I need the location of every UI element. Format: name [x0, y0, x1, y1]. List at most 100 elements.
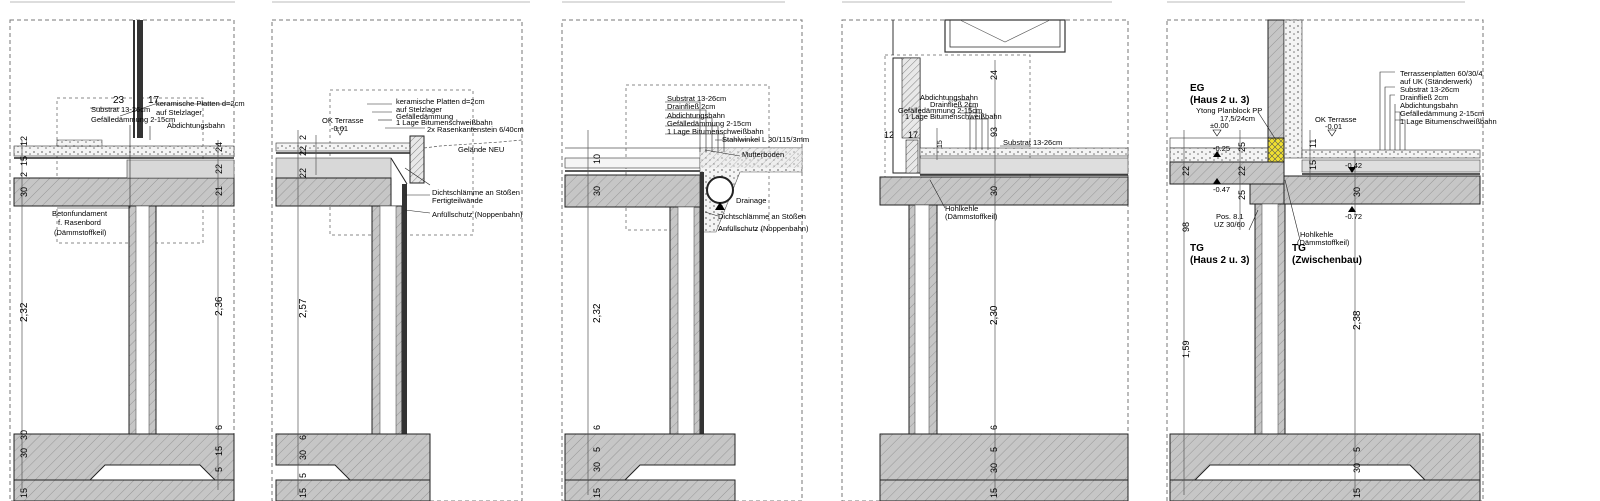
panel-frame: [271, 19, 523, 501]
label: Gefälledämmung 2-15cm: [91, 115, 175, 124]
roof-slab: [879, 176, 1129, 206]
dim-label: 6: [989, 425, 999, 430]
dim-label: 5: [592, 447, 602, 452]
label: Fertigteilwände: [432, 196, 483, 205]
label: Abdichtungsbahn: [667, 111, 725, 120]
dim-label: 6: [298, 435, 308, 440]
label: Pos. 8.1: [1216, 212, 1244, 221]
dim-label: 15: [19, 488, 29, 498]
panel-frame: [9, 19, 235, 501]
curb-stone: [409, 135, 425, 184]
dim-label: 98: [1181, 222, 1191, 232]
dim-label: 15: [1308, 160, 1318, 170]
label: Abdichtungsbahn: [1400, 101, 1458, 110]
detail-panel-1: keramische Platten d=2cm auf Stelzlager …: [9, 19, 245, 501]
label: Substrat 13-26cm: [1400, 85, 1459, 94]
dim-label: 2,38: [1352, 310, 1363, 330]
foundation: [1169, 433, 1481, 481]
level-mark: ±0.00: [1210, 121, 1229, 130]
beam: [1249, 183, 1285, 205]
label: Dichtschlämme an Stößen: [432, 188, 520, 197]
dim-label: 23: [113, 95, 125, 106]
dim-label: 93: [989, 127, 999, 137]
label: UZ 30/60: [1214, 220, 1245, 229]
level-title: (Zwischenbau): [1292, 255, 1362, 266]
label: Gefälledämmung 2-15cm: [667, 119, 751, 128]
level-title: TG: [1190, 243, 1204, 254]
label: -0.01: [331, 124, 348, 133]
label: Drainfließ 2cm: [1400, 93, 1448, 102]
dim-label: 30: [19, 430, 29, 440]
label: Substrat 13-26cm: [1003, 138, 1062, 147]
roof-slab: [564, 174, 701, 208]
label: auf UK (Ständerwerk): [1400, 77, 1473, 86]
dim-label: 21: [214, 186, 224, 196]
foundation: [13, 433, 235, 481]
dim-label: 2,32: [19, 302, 30, 322]
dim-label: 6: [214, 425, 224, 430]
panel-frame: [1166, 19, 1484, 501]
label: Dichtschlämme an Stößen: [718, 212, 806, 221]
dim-label: 15: [298, 488, 308, 498]
roof-slab: [1169, 161, 1285, 185]
dim-label: 30: [592, 462, 602, 472]
dim-label: 22: [298, 146, 308, 156]
label: Substrat 13-26cm: [91, 105, 150, 114]
label: keramische Platten d=2cm: [156, 99, 245, 108]
dim-label: 15: [937, 140, 944, 148]
level-title: EG: [1190, 83, 1205, 94]
level-title: (Haus 2 u. 3): [1190, 255, 1249, 266]
label: 1 Lage Bitumenschweißbahn: [667, 127, 764, 136]
label: Anfüllschutz (Noppenbahn): [432, 210, 523, 219]
label: Gefälledämmung: [396, 112, 453, 121]
dim-label: 30: [19, 448, 29, 458]
label: OK Terrasse: [1315, 115, 1357, 124]
dim-label: 17: [908, 130, 918, 140]
label: f. Rasenbord: [58, 218, 101, 227]
label: Hohlkehle: [945, 204, 978, 213]
dim-label: 22: [1181, 166, 1191, 176]
level-mark: -0.01: [1325, 122, 1342, 131]
dim-label: 15: [214, 446, 224, 456]
label: 1 Lage Bitumenschweißbahn: [905, 112, 1002, 121]
foundation: [879, 433, 1129, 481]
label: auf Stelzlager: [156, 108, 202, 117]
detail-panel-4: Abdichtungsbahn Drainfließ 2cm Gefälledä…: [841, 19, 1129, 501]
terrace-build-up: [13, 145, 235, 157]
panel-frame: [561, 19, 803, 501]
label: 17,5/24cm: [1220, 114, 1255, 123]
label: 2x Rasenkantenstein 6/40cm: [427, 125, 524, 134]
detail-panel-5: EG (Haus 2 u. 3) Ytong Planblock PP 17,5…: [1166, 19, 1497, 501]
dim-label: 24: [989, 70, 999, 80]
upper-wall: [1267, 19, 1285, 139]
label: (Dämmstoffkeil): [945, 212, 998, 221]
dim-label: 2: [19, 172, 29, 177]
dim-label: 11: [1308, 139, 1318, 148]
level-mark: -0.72: [1345, 212, 1362, 221]
dim-label: 2,36: [214, 296, 225, 316]
dim-label: 5: [214, 467, 224, 472]
dim-label: 2,32: [592, 303, 603, 323]
dim-label: 15: [19, 156, 29, 166]
railing-post: [133, 20, 143, 138]
label: Hohlkehle: [1300, 230, 1333, 239]
detail-panel-3: Substrat 13-26cm Drainfließ 2cm Abdichtu…: [561, 19, 809, 501]
label: Stahlwinkel L 30/115/3mm: [722, 135, 809, 144]
label: Abdichtungsbahn: [167, 121, 225, 130]
dim-label: 30: [1352, 463, 1362, 473]
dim-label: 5: [989, 447, 999, 452]
dim-label: 30: [19, 187, 29, 197]
label: (Dämmstoffkeil): [1297, 238, 1350, 247]
dim-label: 2,30: [989, 305, 1000, 325]
label: Ytong Planblock PP: [1196, 106, 1262, 115]
dim-label: 5: [1352, 447, 1362, 452]
label: Gefälledämmung 2-15cm: [1400, 109, 1484, 118]
dim-label: 22: [214, 164, 224, 174]
dim-label: 30: [989, 186, 999, 196]
label: (Dämmstoffkeil): [54, 228, 107, 237]
dim-label: 12: [19, 136, 29, 146]
dim-label: 22: [1237, 166, 1247, 176]
label: keramische Platten d=2cm: [396, 97, 485, 106]
dim-label: 6: [592, 425, 602, 430]
